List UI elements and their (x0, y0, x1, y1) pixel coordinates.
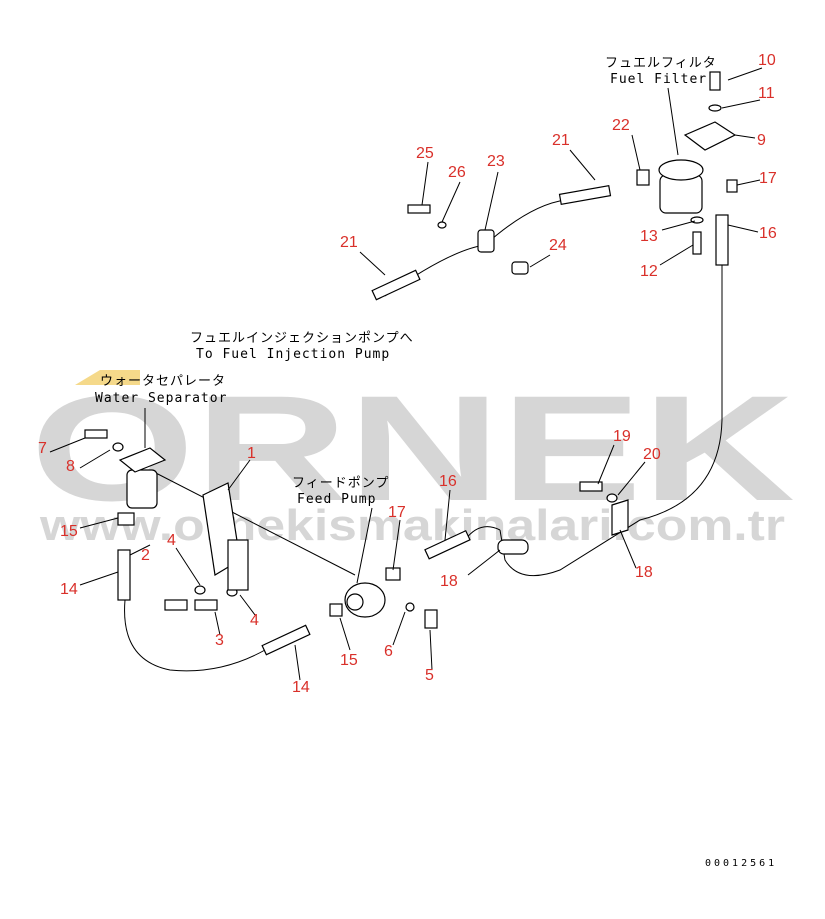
feed-pump (344, 582, 386, 618)
water-separator (118, 447, 167, 509)
callout: 14 (60, 581, 78, 598)
drawing-code: 00012561 (705, 858, 777, 869)
callout: 21 (552, 132, 570, 149)
water-separator-label-en: Water Separator (95, 391, 227, 406)
callout: 8 (66, 458, 75, 475)
feed-pump-label-en: Feed Pump (297, 492, 376, 507)
fuel-filter-label-en: Fuel Filter (610, 72, 707, 87)
callouts: 10 11 9 22 21 17 16 13 12 25 26 23 21 24… (38, 52, 777, 696)
callout: 19 (613, 428, 631, 445)
callout: 12 (640, 263, 658, 280)
callout: 16 (759, 225, 777, 242)
bracket (202, 482, 249, 591)
callout: 17 (388, 504, 406, 521)
callout: 18 (635, 564, 653, 581)
callout: 20 (643, 446, 661, 463)
callout: 9 (757, 132, 766, 149)
leader-lines (49, 67, 763, 681)
fuel-filter-label-jp: フュエルフィルタ (605, 56, 717, 71)
callout: 11 (758, 85, 775, 102)
callout: 23 (487, 153, 505, 170)
callout: 5 (425, 667, 434, 684)
callout: 17 (759, 170, 777, 187)
callout: 2 (141, 547, 150, 564)
water-separator-label-jp: ウォータセパレータ (100, 374, 226, 389)
watermark-url: www.ornekismakinalari.com.tr (39, 501, 785, 550)
callout: 4 (250, 612, 259, 629)
watermark-accent (75, 370, 140, 385)
callout: 3 (215, 632, 224, 649)
callout: 16 (439, 473, 457, 490)
callout: 10 (758, 52, 776, 69)
callout: 25 (416, 145, 434, 162)
callout: 24 (549, 237, 567, 254)
callout: 18 (440, 573, 458, 590)
injection-pump-label-en: To Fuel Injection Pump (196, 347, 390, 362)
callout: 1 (247, 445, 256, 462)
callout: 15 (340, 652, 358, 669)
callout: 22 (612, 117, 630, 134)
fuel-filter (658, 71, 737, 255)
feed-pump-label-jp: フィードポンプ (292, 476, 389, 491)
callout: 13 (640, 228, 658, 245)
callout: 7 (38, 440, 47, 457)
callout: 6 (384, 643, 393, 660)
callout: 4 (167, 532, 176, 549)
callout: 26 (448, 164, 466, 181)
callout: 21 (340, 234, 358, 251)
callout: 14 (292, 679, 310, 696)
callout: 15 (60, 523, 78, 540)
hose-parts (117, 185, 729, 656)
injection-pump-label-jp: フュエルインジェクションポンプへ (190, 331, 414, 346)
